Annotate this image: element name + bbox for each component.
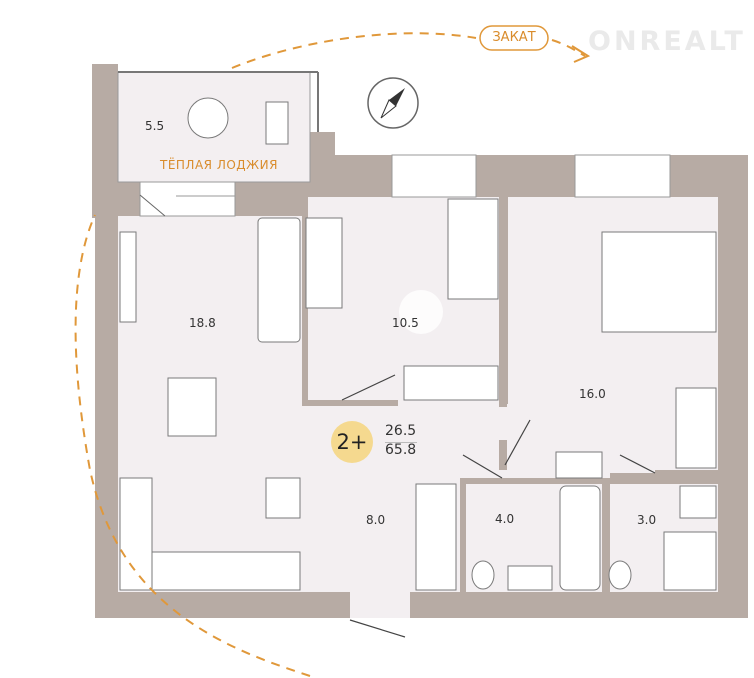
area-divider: [385, 442, 417, 443]
desk: [305, 217, 343, 309]
boiler: [679, 485, 717, 519]
round-table: [187, 97, 229, 139]
wc-area: 3.0: [637, 513, 657, 527]
bathtub: [559, 485, 601, 591]
tv-unit: [119, 231, 137, 323]
rooms-badge: 2+: [331, 421, 373, 463]
dining-table: [167, 377, 217, 437]
compass-icon: [367, 77, 419, 129]
hallway-area: 8.0: [366, 513, 386, 527]
toilet: [471, 560, 495, 590]
sofa: [257, 217, 301, 343]
bedroom-large-area: 16.0: [579, 387, 606, 401]
fridge: [265, 477, 301, 519]
loggia-label: ТЁПЛАЯ ЛОДЖИЯ: [160, 158, 278, 172]
living-area-label: 18.8: [189, 316, 216, 330]
living-area-total: 26.5: [385, 423, 417, 439]
watermark: ONREALT: [588, 26, 746, 57]
shower: [663, 531, 717, 591]
total-area: 65.8: [385, 442, 417, 458]
sink: [507, 565, 553, 591]
window: [391, 154, 477, 198]
rooms-count: 2+: [336, 430, 368, 454]
kitchen-counter: [151, 551, 301, 591]
arrow-icon: [571, 45, 591, 63]
wardrobe: [415, 483, 457, 591]
sunset-badge: [479, 25, 549, 51]
sunset-label: ЗАКАТ: [492, 30, 536, 45]
bed: [447, 198, 499, 300]
kitchen-counter: [119, 477, 153, 591]
balcony-door: [139, 181, 236, 217]
washing-machine: [555, 451, 603, 479]
mouse-hint-icon: [399, 290, 443, 334]
wardrobe: [403, 365, 499, 401]
window: [574, 154, 671, 198]
bathroom-area: 4.0: [495, 512, 515, 526]
toilet: [608, 560, 632, 590]
sunset-path: [74, 32, 586, 677]
entrance: [350, 592, 410, 618]
cabinet: [265, 101, 289, 145]
double-bed: [601, 231, 717, 333]
loggia-area: 5.5: [145, 119, 165, 133]
wardrobe: [675, 387, 717, 469]
bedroom-small-area: 10.5: [392, 316, 419, 330]
